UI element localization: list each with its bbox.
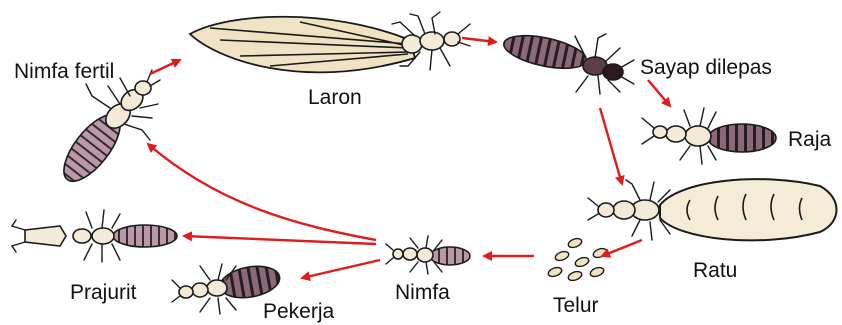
label-raja: Raja	[788, 128, 832, 151]
arrow-nimfa-to-nimfa-fertil	[148, 144, 376, 240]
eggs-icon	[547, 237, 608, 282]
nymph-termite-icon	[386, 236, 470, 274]
arrow-nimfa-fertil-to-laron	[150, 60, 180, 74]
arrow-nimfa-to-prajurit	[184, 236, 376, 244]
arrow-nimfa-to-pekerja	[302, 260, 380, 278]
label-prajurit: Prajurit	[70, 281, 137, 304]
label-telur: Telur	[553, 294, 599, 317]
label-ratu: Ratu	[693, 259, 737, 282]
fertile-nymph-termite-icon	[54, 70, 160, 190]
label-pekerja: Pekerja	[263, 300, 335, 323]
label-sayap-dilepas: Sayap dilepas	[640, 56, 772, 79]
king-termite-icon	[642, 108, 776, 164]
arrow-sayap-dilepas-to-raja	[648, 80, 670, 106]
queen-termite-icon	[588, 179, 837, 240]
label-nimfa-fertil: Nimfa fertil	[14, 60, 114, 83]
label-nimfa: Nimfa	[395, 281, 450, 304]
dealate-termite-icon	[501, 30, 634, 94]
arrow-laron-to-sayap-dilepas	[462, 38, 496, 42]
laron-winged-termite-icon	[190, 12, 470, 72]
arrow-ratu-to-telur	[602, 240, 642, 256]
soldier-termite-icon	[12, 210, 177, 262]
label-laron: Laron	[308, 86, 362, 109]
arrow-sayap-dilepas-to-ratu	[600, 108, 622, 184]
